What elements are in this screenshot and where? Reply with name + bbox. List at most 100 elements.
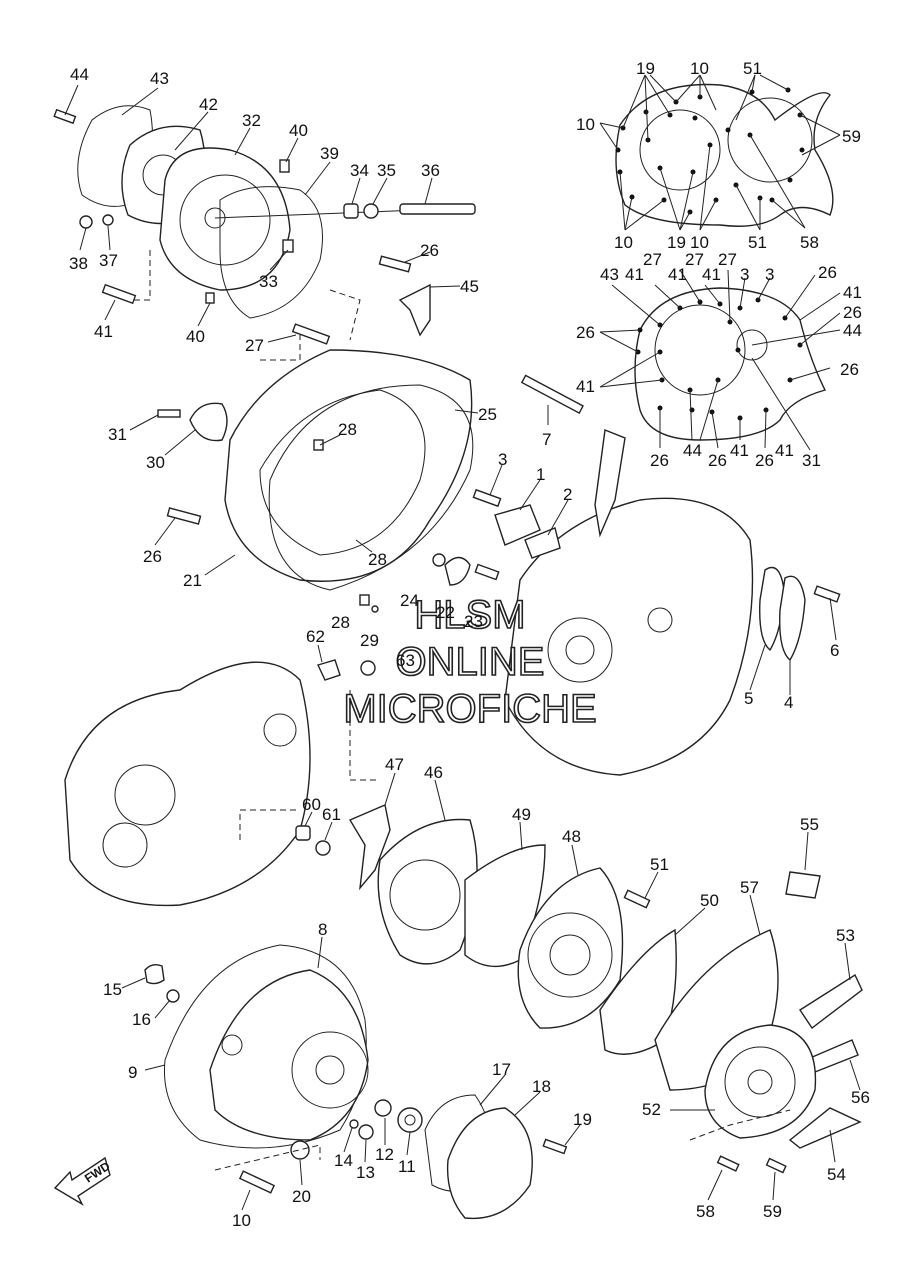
bracket-7 bbox=[594, 429, 626, 538]
cover-52 bbox=[704, 1024, 817, 1139]
detail-a-label: 10 bbox=[690, 233, 709, 252]
callout-label: 16 bbox=[132, 1010, 151, 1029]
detail-b-labels: 43 41 27 41 27 41 27 3 3 26 41 26 26 44 … bbox=[576, 250, 862, 470]
detail-a-housing bbox=[615, 83, 834, 227]
callout-label: 11 bbox=[398, 1157, 416, 1176]
callout-label: 24 bbox=[400, 591, 419, 610]
detail-b-label: 26 bbox=[708, 451, 727, 470]
o-ring-29 bbox=[371, 605, 379, 613]
bolt-6 bbox=[813, 585, 841, 603]
detail-b bbox=[599, 269, 841, 451]
callout-label: 53 bbox=[836, 926, 855, 945]
bracket-62 bbox=[317, 659, 341, 681]
bolt-23 bbox=[474, 563, 500, 581]
callout-label: 62 bbox=[306, 627, 325, 646]
bolt-3 bbox=[472, 488, 502, 508]
callout-label: 32 bbox=[242, 111, 261, 130]
callout-label: 45 bbox=[460, 277, 479, 296]
cap-13 bbox=[358, 1124, 374, 1140]
bolt-10 bbox=[238, 1170, 276, 1194]
callout-label: 58 bbox=[696, 1202, 715, 1221]
callout-label: 6 bbox=[830, 641, 839, 660]
crankcase-cover-21-rib1 bbox=[259, 389, 426, 556]
callout-label: 35 bbox=[377, 161, 396, 180]
callout-label: 39 bbox=[320, 144, 339, 163]
detail-b-label: 26 bbox=[843, 303, 862, 322]
part-group-middle-covers bbox=[348, 804, 863, 1174]
crankcase-left-bore2 bbox=[102, 822, 148, 868]
pad-55 bbox=[785, 871, 821, 899]
callout-label: 34 bbox=[350, 161, 369, 180]
o-ring-12 bbox=[374, 1099, 392, 1117]
detail-b-label: 43 bbox=[600, 265, 619, 284]
detail-a-label: 19 bbox=[636, 59, 655, 78]
detail-b-label: 41 bbox=[702, 265, 721, 284]
plate-1 bbox=[494, 504, 541, 546]
housing-32-inner bbox=[179, 174, 271, 266]
bolt-41 bbox=[101, 283, 137, 305]
detail-b-port bbox=[736, 329, 768, 361]
detail-b-label: 41 bbox=[730, 441, 749, 460]
callout-label: 41 bbox=[94, 322, 113, 341]
crankcase-left-port bbox=[263, 713, 297, 747]
bolt-27 bbox=[291, 323, 331, 345]
crankcase-left bbox=[64, 661, 311, 907]
callout-label: 48 bbox=[562, 827, 581, 846]
callout-label: 17 bbox=[492, 1060, 511, 1079]
part-group-left-crankcase bbox=[64, 659, 380, 907]
callout-label: 4 bbox=[784, 693, 793, 712]
dowel-28-b bbox=[359, 594, 370, 606]
main-leaders bbox=[64, 84, 861, 1211]
detail-b-label: 26 bbox=[818, 263, 837, 282]
callout-label: 49 bbox=[512, 805, 531, 824]
washer-38 bbox=[79, 215, 93, 229]
detail-a-label: 58 bbox=[800, 233, 819, 252]
detail-a-label: 59 bbox=[842, 127, 861, 146]
callout-label: 9 bbox=[128, 1063, 137, 1082]
callout-label: 27 bbox=[245, 336, 264, 355]
cover-8 bbox=[209, 969, 369, 1141]
cover-52-hub bbox=[747, 1069, 773, 1095]
callout-label: 2 bbox=[563, 485, 572, 504]
cover-46 bbox=[377, 818, 478, 965]
bolt-59 bbox=[765, 1157, 787, 1174]
callout-label: 40 bbox=[289, 121, 308, 140]
bearing-60 bbox=[295, 825, 311, 841]
callout-label: 7 bbox=[542, 430, 551, 449]
detail-b-label: 26 bbox=[650, 451, 669, 470]
guard-54 bbox=[788, 1107, 862, 1149]
bolt-51 bbox=[623, 889, 651, 909]
cover-8-hub bbox=[315, 1055, 345, 1085]
gasket-2 bbox=[524, 527, 561, 559]
plate-22 bbox=[444, 556, 471, 586]
callout-label: 40 bbox=[186, 327, 205, 346]
detail-a-label: 51 bbox=[748, 233, 767, 252]
callout-label: 52 bbox=[642, 1100, 661, 1119]
callout-label: 37 bbox=[99, 251, 118, 270]
bolt-26-top bbox=[378, 255, 412, 273]
crankcase-right bbox=[504, 497, 754, 776]
dowel-40-bottom bbox=[205, 292, 215, 304]
callout-label: 57 bbox=[740, 878, 759, 897]
plug-15 bbox=[144, 963, 165, 985]
cover-48-hub bbox=[549, 934, 591, 976]
crankcase-right-bore-inner bbox=[565, 635, 595, 665]
detail-b-label: 3 bbox=[740, 265, 749, 284]
detail-a-label: 51 bbox=[743, 59, 762, 78]
callout-label: 59 bbox=[763, 1202, 782, 1221]
detail-b-ring bbox=[654, 304, 746, 396]
watermark: HLSM ONLINE MICROFICHE bbox=[343, 592, 598, 732]
dash-41 bbox=[130, 250, 151, 301]
seal-24 bbox=[432, 553, 446, 567]
watermark-line-2: ONLINE bbox=[396, 640, 545, 684]
watermark-line-1: HLSM bbox=[414, 593, 525, 637]
dowel-28-a bbox=[313, 439, 324, 451]
seal-61 bbox=[315, 840, 331, 856]
callout-label: 19 bbox=[573, 1110, 592, 1129]
dash-40b bbox=[329, 289, 361, 341]
callout-label: 5 bbox=[744, 689, 753, 708]
detail-a-labels: 19 10 51 10 59 10 19 10 51 58 bbox=[576, 59, 861, 252]
callout-label: 31 bbox=[108, 425, 127, 444]
